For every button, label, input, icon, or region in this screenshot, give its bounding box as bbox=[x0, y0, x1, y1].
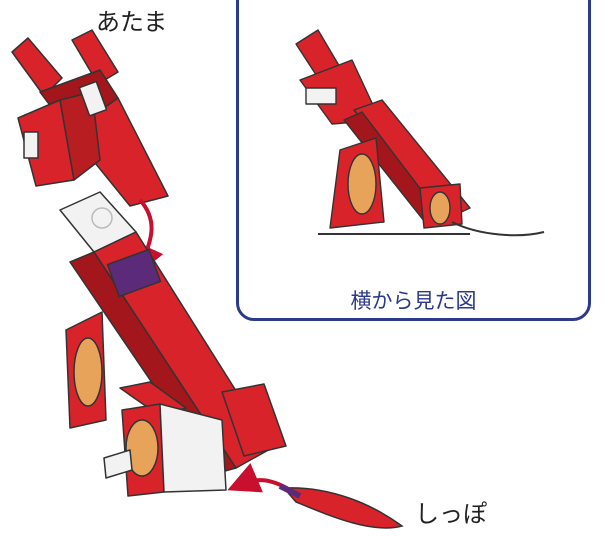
side-view-dog bbox=[295, 29, 545, 237]
side-view-caption: 横から見た図 bbox=[350, 289, 477, 313]
dog-tail-part bbox=[278, 483, 404, 529]
dog-body-part bbox=[59, 191, 287, 497]
dog-head-part bbox=[11, 29, 169, 207]
tail-label: しっぽ bbox=[415, 500, 487, 528]
head-label: あたま bbox=[96, 8, 168, 36]
